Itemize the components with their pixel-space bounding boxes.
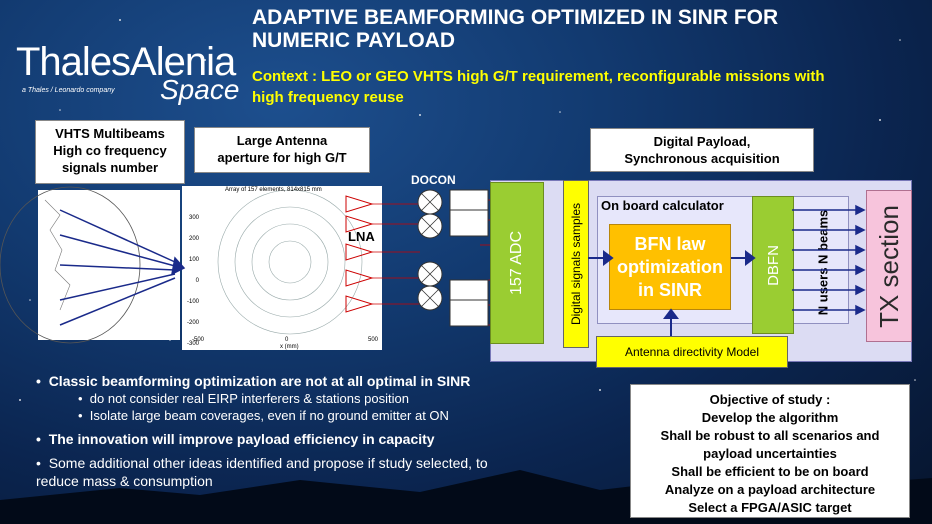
- company-logo-space: Space: [160, 74, 240, 105]
- bullet-item: • Classic beamforming optimization are n…: [36, 373, 471, 389]
- objective-line: Select a FPGA/ASIC target: [688, 500, 852, 515]
- y-tick: 300: [188, 215, 199, 221]
- bullet-text: Some additional other ideas identified a…: [48, 455, 488, 471]
- objective-line: Shall be efficient to be on board: [671, 464, 869, 479]
- x-tick: 0: [285, 337, 289, 343]
- x-tick: 500: [368, 337, 379, 343]
- bfn-line-1: BFN law: [634, 234, 706, 254]
- bfn-line-2: optimization: [617, 257, 723, 277]
- sub-bullet-item: • do not consider real EIRP interferers …: [78, 391, 409, 406]
- objective-line: Develop the algorithm: [701, 410, 839, 425]
- context-line-2: high frequency reuse: [252, 89, 404, 106]
- vhts-line-2: High co frequency: [53, 143, 167, 158]
- bfn-optimization-block: BFN law optimization in SINR: [609, 224, 731, 310]
- sub-bullet-text: do not consider real EIRP interferers & …: [89, 391, 409, 406]
- array-y-ticks: 300 200 100 0 -100 -200 -300: [183, 208, 199, 355]
- vhts-line-1: VHTS Multibeams: [55, 126, 165, 141]
- dbfn-block: DBFN: [752, 196, 794, 334]
- sub-bullet-item: • Isolate large beam coverages, even if …: [78, 408, 449, 423]
- bullet-text: The innovation will improve payload effi…: [48, 431, 435, 447]
- digital-payload-line-2: Synchronous acquisition: [624, 151, 780, 166]
- y-tick: 200: [188, 236, 199, 242]
- bullet-text-cont: reduce mass & consumption: [36, 473, 213, 489]
- company-logo: ThalesAlenia: [16, 40, 236, 84]
- sub-bullet-text: Isolate large beam coverages, even if no…: [89, 408, 449, 423]
- vhts-multibeams-box: VHTS Multibeams High co frequency signal…: [35, 120, 185, 184]
- bullet-text: Classic beamforming optimization are not…: [48, 373, 471, 389]
- antenna-array-panel: [182, 186, 382, 350]
- digital-payload-line-1: Digital Payload,: [653, 134, 751, 149]
- x-tick: -500: [192, 337, 205, 343]
- adc-block: 157 ADC: [490, 182, 544, 344]
- context-text: Context : LEO or GEO VHTS high G/T requi…: [252, 66, 922, 108]
- y-tick: 0: [195, 278, 199, 284]
- incoming-beam-arrows: [59, 209, 186, 326]
- page-title: ADAPTIVE BEAMFORMING OPTIMIZED IN SINR F…: [252, 6, 922, 52]
- bullet-item: • Some additional other ideas identified…: [36, 455, 488, 489]
- bfn-line-3: in SINR: [637, 280, 702, 300]
- y-tick: -100: [186, 299, 199, 305]
- array-title: Array of 157 elements, 814x815 mm: [225, 187, 322, 193]
- lna-amplifiers: [345, 195, 374, 313]
- docon-label: DOCON: [411, 173, 456, 187]
- onboard-calculator-label: On board calculator: [601, 198, 724, 213]
- tx-section-block: TX section: [866, 190, 912, 342]
- company-logo-subtitle: a Thales / Leonardo company: [22, 87, 115, 94]
- objective-line: Shall be robust to all scenarios and: [660, 428, 880, 443]
- output-beam-arrows: [792, 204, 866, 316]
- objective-line: payload uncertainties: [703, 446, 837, 461]
- y-tick: -200: [186, 320, 199, 326]
- array-elements: [217, 189, 363, 335]
- objective-box: Objective of study : Develop the algorit…: [630, 384, 910, 518]
- antenna-line-2: aperture for high G/T: [217, 150, 347, 165]
- objective-line: Objective of study :: [709, 392, 831, 407]
- context-line-1: Context : LEO or GEO VHTS high G/T requi…: [252, 68, 825, 85]
- lna-label: LNA: [348, 229, 375, 244]
- y-tick: 100: [188, 257, 199, 263]
- antenna-line-1: Large Antenna: [236, 133, 328, 148]
- antenna-directivity-model: Antenna directivity Model: [596, 336, 788, 368]
- title-line-1: ADAPTIVE BEAMFORMING OPTIMIZED IN SINR F…: [252, 6, 779, 29]
- objective-line: Analyze on a payload architecture: [664, 482, 876, 497]
- vhts-line-3: signals number: [61, 160, 159, 175]
- y-tick: -300: [186, 341, 199, 347]
- digital-payload-box: Digital Payload, Synchronous acquisition: [590, 128, 814, 172]
- bullet-list: • Classic beamforming optimization are n…: [36, 372, 616, 490]
- title-line-2: NUMERIC PAYLOAD: [252, 29, 456, 52]
- earth-globe: [0, 186, 141, 344]
- large-antenna-box: Large Antenna aperture for high G/T: [194, 127, 370, 173]
- digital-samples-block: Digital signals samples: [563, 180, 589, 348]
- bullet-item: • The innovation will improve payload ef…: [36, 431, 435, 447]
- x-axis-label: x (mm): [280, 344, 299, 350]
